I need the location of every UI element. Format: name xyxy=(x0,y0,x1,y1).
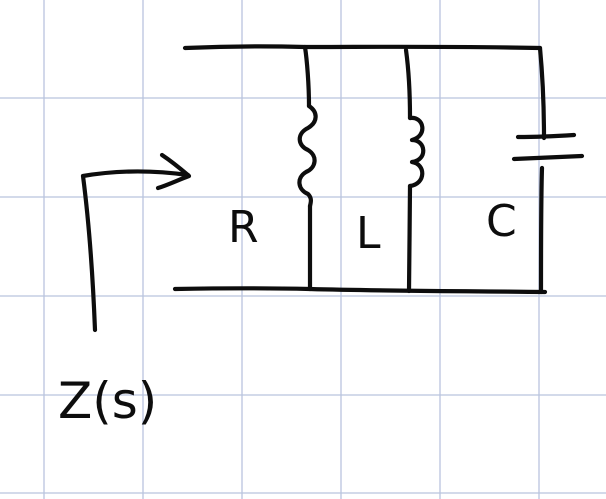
resistor-symbol xyxy=(297,103,318,209)
impedance-label: Z(s) xyxy=(58,372,157,430)
capacitor-plate-top xyxy=(515,132,577,140)
resistor-branch xyxy=(297,44,318,292)
bottom-wire xyxy=(172,286,548,295)
inductor-branch xyxy=(403,47,426,294)
resistor-label: R xyxy=(228,202,259,253)
capacitor-label: C xyxy=(486,196,517,247)
inductor-symbol xyxy=(407,115,426,189)
impedance-arrow xyxy=(80,152,192,333)
top-wire xyxy=(182,44,543,51)
capacitor-branch xyxy=(511,45,585,295)
capacitor-plate-bottom xyxy=(511,153,585,162)
inductor-label: L xyxy=(356,208,381,259)
